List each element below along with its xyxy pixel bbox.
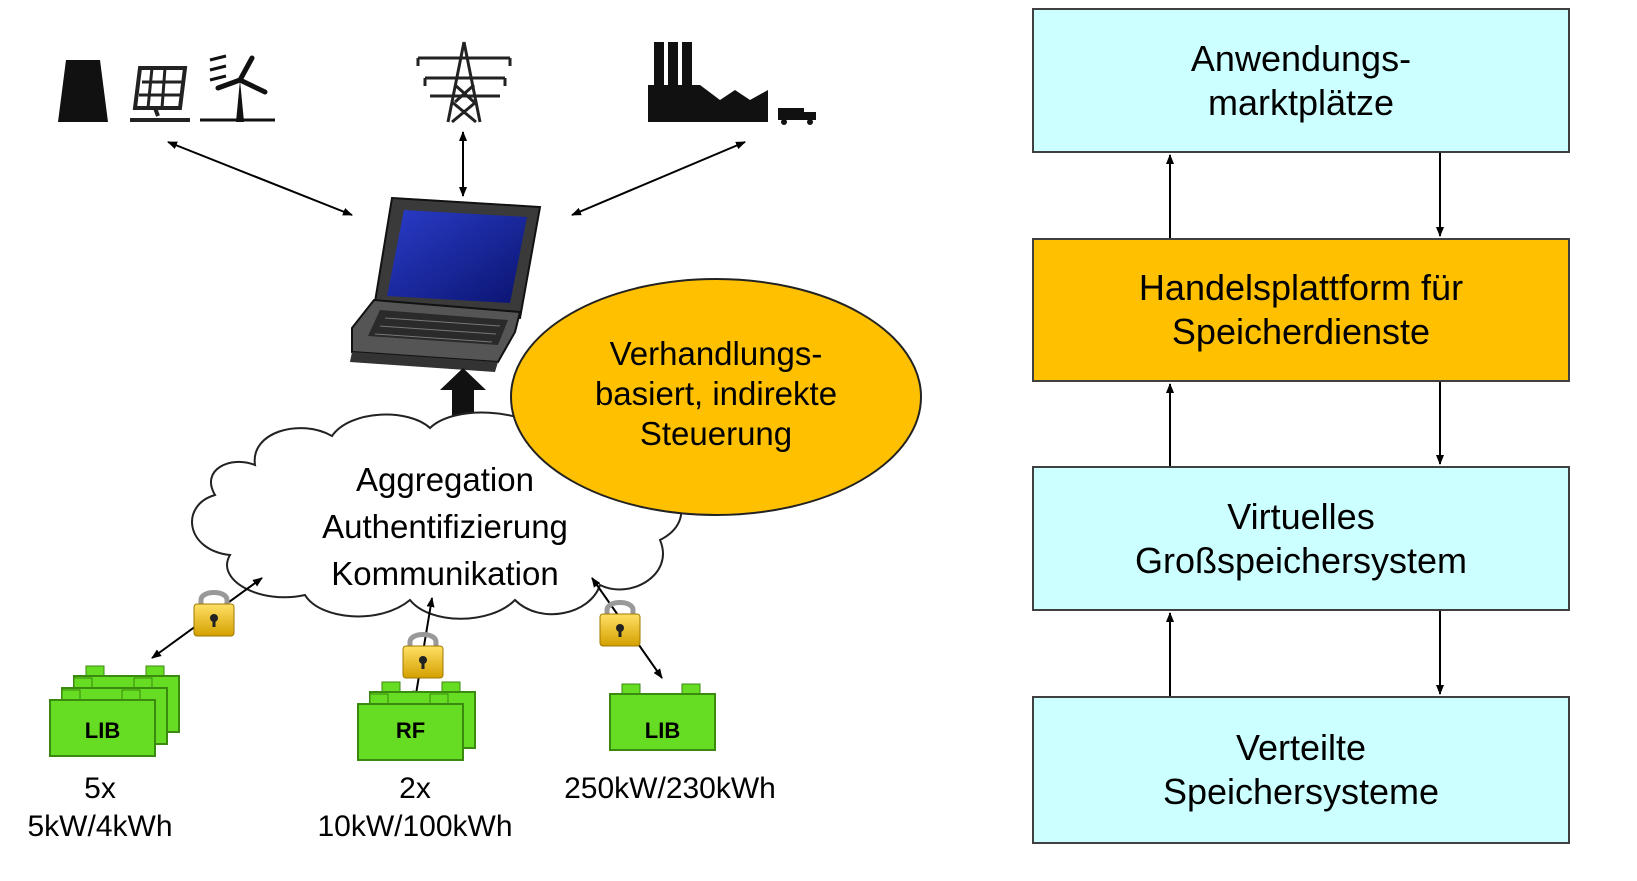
caption-line: 5kW/4kWh xyxy=(27,810,173,843)
layer-box-application-markets: Anwendungs- marktplätze xyxy=(1032,8,1570,153)
bubble-line: basiert, indirekte xyxy=(594,375,838,412)
battery-label: LIB xyxy=(644,718,681,743)
cloud-text: Aggregation Authentifizierung Kommunikat… xyxy=(290,456,600,597)
battery-caption: 250kW/230kWh xyxy=(535,770,805,808)
padlock-icon xyxy=(193,590,235,637)
battery-label: LIB xyxy=(84,718,121,743)
solar-panel-icon xyxy=(130,66,190,122)
factory-icon xyxy=(648,42,768,122)
layer-box-virtual-storage: Virtuelles Großspeichersystem xyxy=(1032,466,1570,611)
padlock-icon xyxy=(599,600,641,647)
truck-icon xyxy=(778,108,816,125)
box-line: Handelsplattform für xyxy=(1138,267,1464,308)
battery-label: RF xyxy=(395,718,426,743)
box-line: marktplätze xyxy=(1207,81,1395,123)
laptop-icon xyxy=(350,196,542,372)
battery-stack-rf-2x xyxy=(357,681,476,761)
arrow-generation-laptop xyxy=(167,141,353,216)
box-line: Großspeichersystem xyxy=(1134,539,1468,581)
cloud-line: Aggregation xyxy=(356,461,534,498)
power-plant-icon xyxy=(58,60,108,122)
cloud-line: Kommunikation xyxy=(331,555,559,592)
battery-stack-lib-5x xyxy=(49,665,180,757)
caption-line: 250kW/230kWh xyxy=(564,772,776,805)
caption-line: 2x xyxy=(399,772,431,805)
padlock-icon xyxy=(402,632,444,679)
negotiation-bubble xyxy=(510,278,922,516)
power-pylon-icon xyxy=(416,41,512,124)
box-line: Verteilte xyxy=(1235,727,1367,768)
layer-box-trading-platform: Handelsplattform für Speicherdienste xyxy=(1032,238,1570,382)
bubble-line: Steuerung xyxy=(639,415,793,452)
box-line: Speichersysteme xyxy=(1162,771,1440,812)
caption-line: 5x xyxy=(84,772,116,805)
layer-box-distributed-storage: Verteilte Speichersysteme xyxy=(1032,696,1570,844)
battery-caption: 2x 10kW/100kWh xyxy=(290,770,540,846)
bubble-text: Verhandlungs- basiert, indirekte Steueru… xyxy=(526,334,906,454)
arrow-industry-laptop xyxy=(571,141,746,216)
battery-lib-single xyxy=(609,683,716,751)
box-line: Virtuelles xyxy=(1227,495,1375,537)
box-line: Speicherdienste xyxy=(1171,311,1431,352)
bubble-line: Verhandlungs- xyxy=(609,335,823,372)
battery-caption: 5x 5kW/4kWh xyxy=(0,770,200,846)
caption-line: 10kW/100kWh xyxy=(317,810,513,843)
wind-turbine-icon xyxy=(200,54,275,122)
cloud-line: Authentifizierung xyxy=(322,508,568,545)
box-line: Anwendungs- xyxy=(1190,37,1412,79)
